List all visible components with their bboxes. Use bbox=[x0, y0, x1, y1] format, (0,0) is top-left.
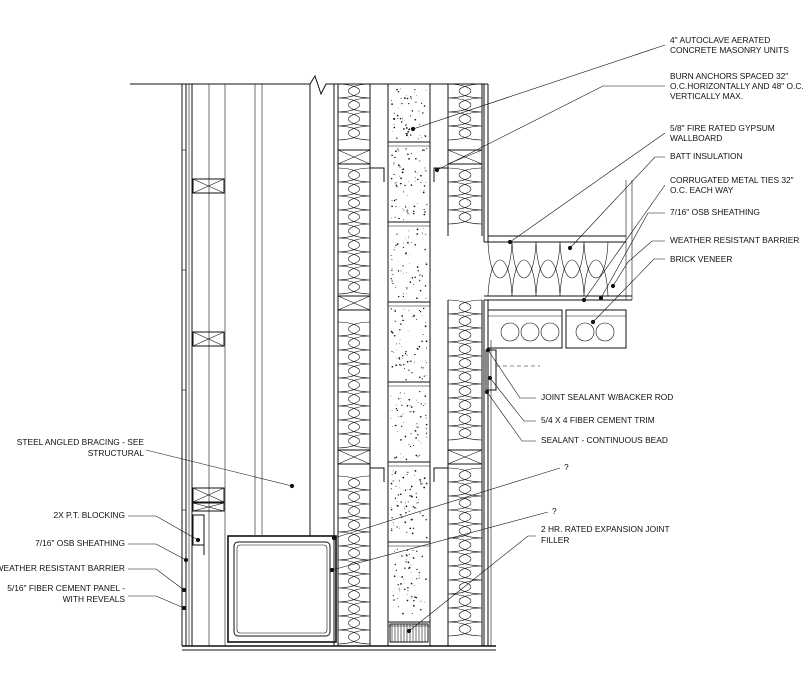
label-trim: 5/4 X 4 FIBER CEMENT TRIM bbox=[541, 415, 655, 425]
label-osb-right: 7/16" OSB SHEATHING bbox=[670, 207, 760, 217]
batt-insulation-right bbox=[447, 83, 483, 646]
label-wrb-left: WEATHER RESISTANT BARRIER bbox=[0, 563, 125, 573]
label-wrb-right: WEATHER RESISTANT BARRIER bbox=[670, 235, 799, 245]
label-q1: ? bbox=[564, 462, 569, 472]
base bbox=[182, 623, 496, 651]
label-fiber-panel: 5/16" FIBER CEMENT PANEL -WITH REVEALS bbox=[7, 583, 125, 604]
leader-lines bbox=[128, 44, 666, 634]
left-cladding bbox=[181, 84, 263, 646]
label-sealant: SEALANT - CONTINUOUS BEAD bbox=[541, 435, 668, 445]
label-blocking: 2X P.T. BLOCKING bbox=[53, 510, 125, 520]
batt-insulation-left bbox=[337, 83, 371, 646]
label-batt: BATT INSULATION bbox=[670, 151, 743, 161]
right-sheathing bbox=[483, 84, 497, 646]
mid-labels: JOINT SEALANT W/BACKER ROD 5/4 X 4 FIBER… bbox=[541, 392, 673, 545]
label-brick: BRICK VENEER bbox=[670, 254, 732, 264]
steel-tube bbox=[227, 535, 337, 643]
brick-veneer bbox=[487, 309, 627, 349]
gypsum-layer bbox=[309, 84, 339, 646]
blocking-boxes bbox=[192, 178, 225, 555]
label-metal-ties: CORRUGATED METAL TIES 32"O.C. EACH WAY bbox=[670, 175, 794, 195]
aac-masonry-column bbox=[370, 84, 448, 646]
label-q2: ? bbox=[552, 506, 557, 516]
label-burn-anchors: BURN ANCHORS SPACED 32"O.C.HORIZONTALLY … bbox=[670, 71, 804, 101]
label-osb-left: 7/16" OSB SHEATHING bbox=[35, 538, 125, 548]
label-joint-sealant: JOINT SEALANT W/BACKER ROD bbox=[541, 392, 673, 402]
break-line bbox=[130, 74, 488, 96]
